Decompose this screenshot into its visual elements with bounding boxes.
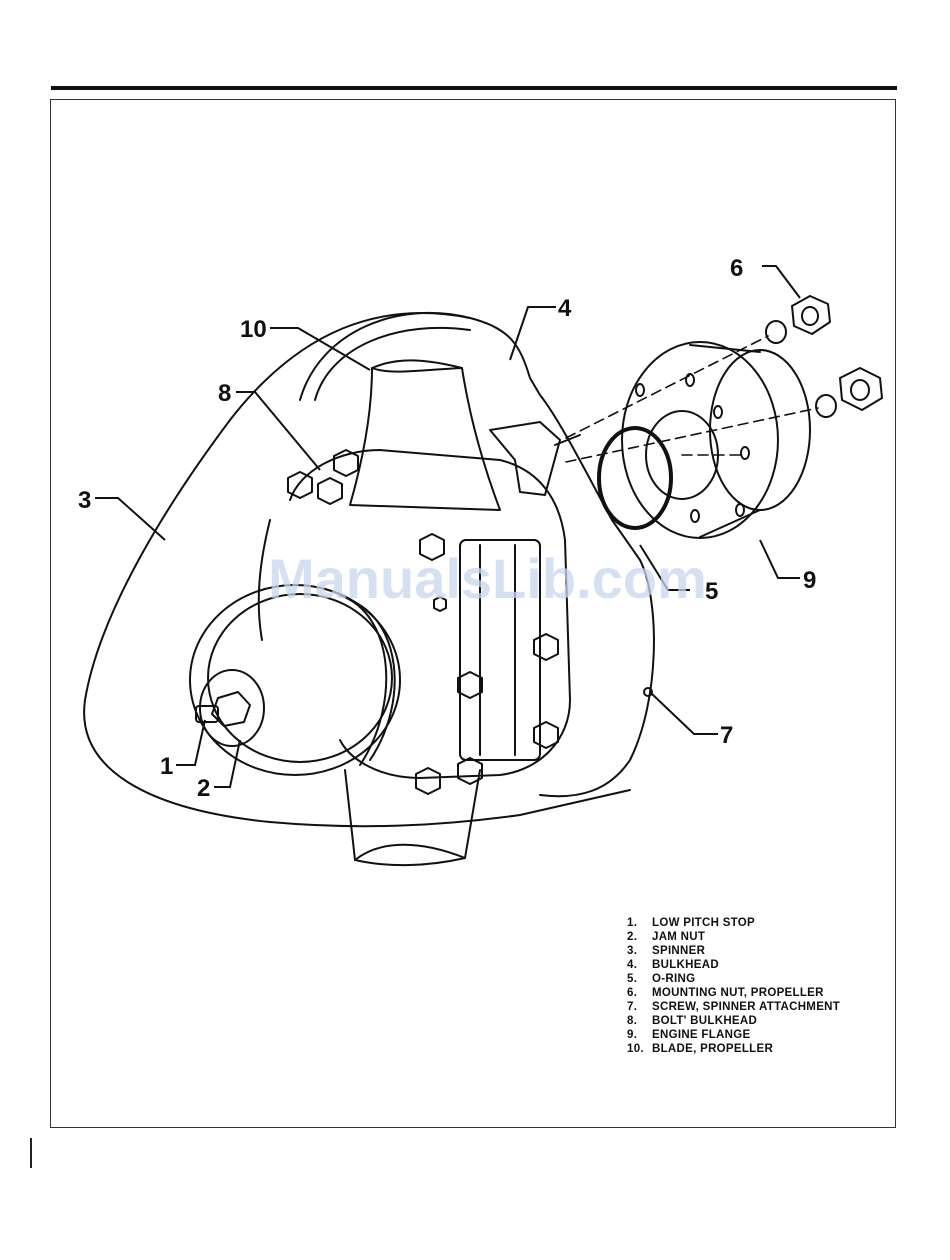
hub-front-dome bbox=[190, 585, 400, 775]
legend-item: 2.JAM NUT bbox=[627, 930, 840, 944]
callout-10: 10 bbox=[240, 316, 267, 343]
flange-holes bbox=[636, 374, 749, 522]
legend-item: 5.O-RING bbox=[627, 972, 840, 986]
mounting-nut-lower bbox=[840, 368, 882, 410]
mounting-nut-upper bbox=[792, 296, 830, 334]
legend-item: 4.BULKHEAD bbox=[627, 958, 840, 972]
legend-item: 10.BLADE, PROPELLER bbox=[627, 1042, 840, 1056]
callout-2: 2 bbox=[197, 775, 210, 802]
legend-item: 1.LOW PITCH STOP bbox=[627, 916, 840, 930]
legend-item: 3.SPINNER bbox=[627, 944, 840, 958]
o-ring bbox=[599, 428, 671, 528]
legend-item: 9.ENGINE FLANGE bbox=[627, 1028, 840, 1042]
callout-6: 6 bbox=[730, 255, 743, 282]
callout-1: 1 bbox=[160, 753, 173, 780]
washer-lower bbox=[816, 395, 836, 417]
blade-lower bbox=[345, 770, 480, 865]
callout-8: 8 bbox=[218, 380, 231, 407]
legend-item: 7.SCREW, SPINNER ATTACHMENT bbox=[627, 1000, 840, 1014]
callout-3: 3 bbox=[78, 487, 91, 514]
hub-body bbox=[290, 450, 570, 778]
clamp-bolts bbox=[288, 450, 558, 794]
callout-5: 5 bbox=[705, 578, 718, 605]
watermark: ManualsLib.com bbox=[268, 547, 707, 610]
legend-item: 6.MOUNTING NUT, PROPELLER bbox=[627, 986, 840, 1000]
washer-upper bbox=[766, 321, 786, 343]
bulkhead-bracket bbox=[490, 422, 560, 495]
callout-4: 4 bbox=[558, 295, 572, 322]
parts-legend: 1.LOW PITCH STOP 2.JAM NUT 3.SPINNER 4.B… bbox=[627, 916, 840, 1056]
blade-upper bbox=[350, 360, 500, 510]
callout-9: 9 bbox=[803, 567, 816, 594]
legend-item: 8.BOLT' BULKHEAD bbox=[627, 1014, 840, 1028]
callout-7: 7 bbox=[720, 722, 733, 749]
